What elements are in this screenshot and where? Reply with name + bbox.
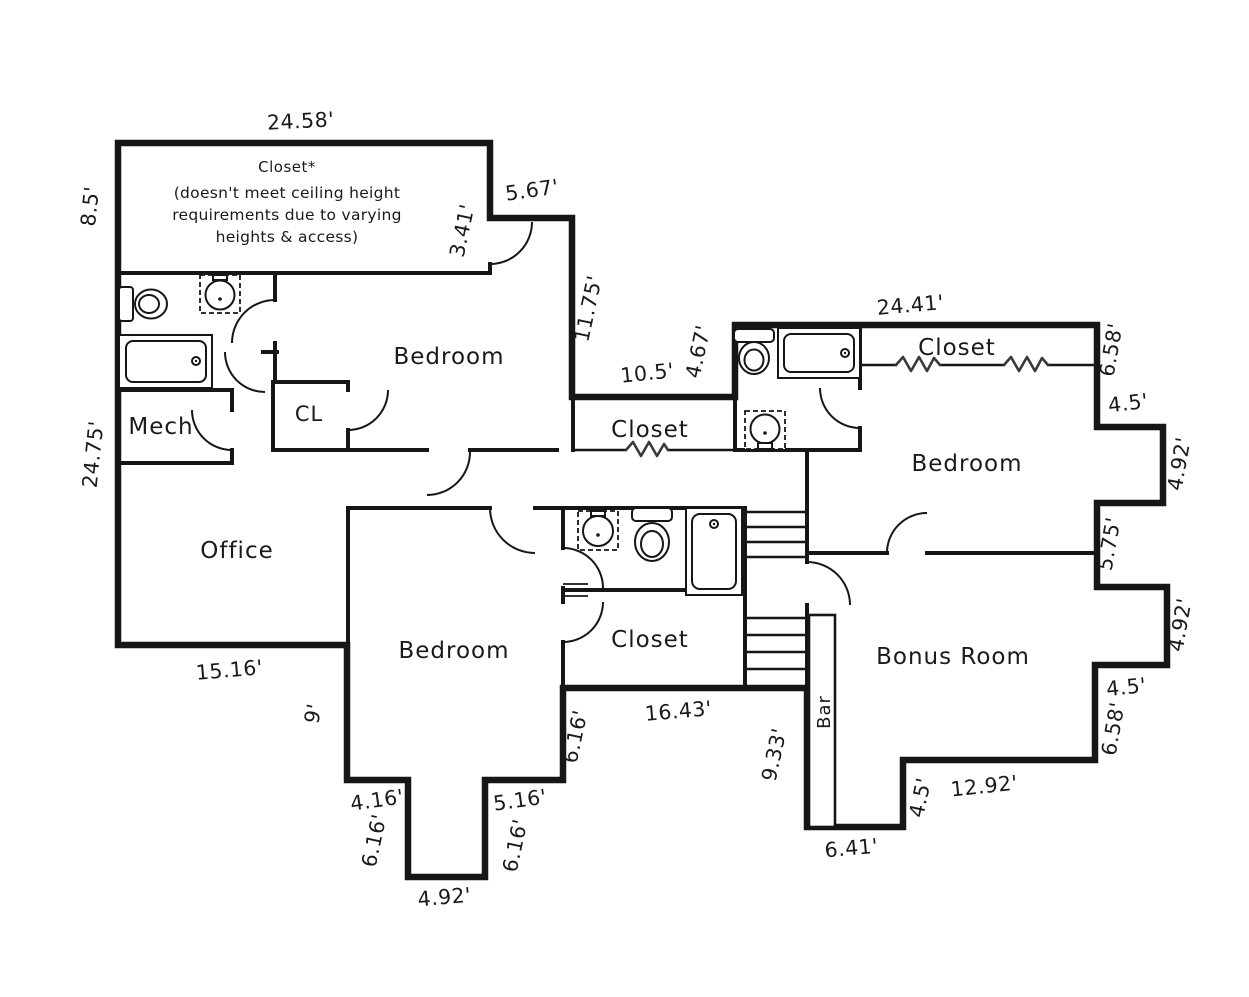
sink-icon [199,274,241,314]
dimension-label: 6.16' [357,812,392,870]
room-label-cl: CL [295,402,323,426]
bathtub-icon [777,327,861,379]
door-swing-arc [886,512,928,554]
door-swing-arc [231,299,276,344]
closet-note-line: (doesn't meet ceiling height [174,184,401,202]
closet-note-title: Closet* [258,158,316,176]
dimension-label: 10.5' [619,358,675,387]
interior-walls [116,262,1099,690]
dimension-label: 5.67' [504,174,561,205]
dimension-label: 6.58' [1097,700,1130,757]
dimension-label: 4.67' [681,323,716,381]
bar-counter [807,613,837,829]
dimension-label: 12.92' [950,771,1019,802]
door-swing-arc [562,547,604,589]
room-label-closet: Closet [611,417,689,443]
door-swing-arc [489,221,533,265]
door-swing-arc [489,507,536,554]
door-swing-arc [224,351,266,393]
dimension-label: 6.41' [824,834,880,863]
sink-icon [577,510,619,551]
room-label-closet: Closet [611,627,689,653]
room-label-bedroom: Bedroom [393,344,504,370]
door-swing-arc [806,561,851,606]
dimension-label: 4.5' [1107,389,1150,418]
closet-rods [571,355,1095,458]
dimension-label: 15.16' [195,655,264,685]
bathroom-middle [577,507,743,596]
sink-icon [744,410,786,450]
closet-note-line: requirements due to varying [172,206,402,224]
dimension-label: 8.5' [76,185,104,228]
bathroom-top-right [733,327,861,450]
closet-rod-squiggle [894,355,942,373]
dimension-label: 6.16' [498,817,533,875]
toilet-icon [733,328,775,375]
room-label-bonus-room: Bonus Room [876,644,1030,670]
dimension-label: 9' [299,701,327,725]
room-label-bedroom: Bedroom [398,638,509,664]
dimension-label: 9.33' [757,726,792,784]
dimension-label: 24.41' [876,290,945,320]
dimension-label: 4.92' [417,883,473,912]
stair-treads-lower [745,616,807,671]
staircase [745,510,807,671]
dimension-label: 5.16' [492,784,549,815]
door-swing-arc [819,387,861,429]
door-swing-arc [191,409,233,451]
room-label-office: Office [200,538,273,564]
toilet-icon [118,286,168,322]
cased-opening [563,583,588,597]
dimension-label: 24.58' [266,107,334,134]
door-swing-arc [347,389,389,431]
bathtub-icon [685,507,743,596]
closet-note-line: heights & access) [216,228,359,246]
toilet-icon [631,507,673,562]
bathroom-top-left [118,274,241,389]
door-swing-arc [426,451,471,496]
room-label-closet: Closet [918,335,996,361]
door-swing-arc [562,601,604,643]
door-swing-arcs [191,221,928,643]
closet-rod-squiggle [624,440,670,458]
room-label-bar: Bar [814,695,835,729]
room-label-mech: Mech [128,414,193,440]
bathtub-icon [118,334,213,389]
dimension-label: 4.16' [349,784,406,815]
dimension-label: 4.5' [1105,673,1148,701]
dimension-label: 24.75' [78,420,109,489]
dimension-label: 4.92' [1163,435,1196,492]
room-label-bedroom: Bedroom [911,451,1022,477]
dimension-label: 4.5' [904,775,936,819]
dimension-label: 16.43' [644,696,713,726]
closet-rod-squiggle [1002,355,1050,373]
stair-treads-upper [745,510,807,559]
